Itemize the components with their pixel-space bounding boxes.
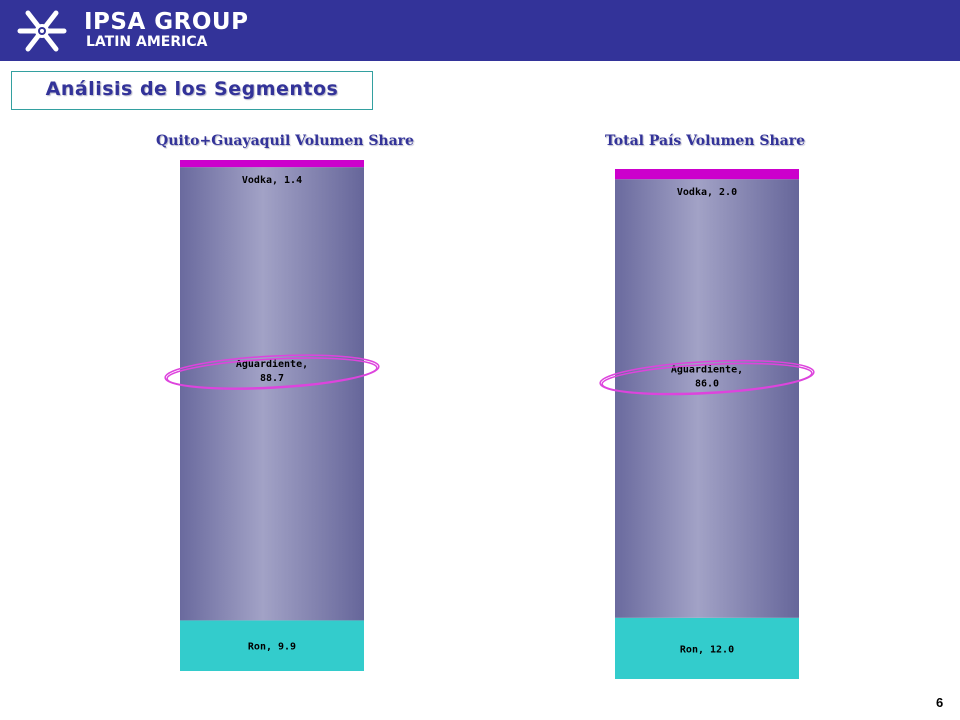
bar-segment-aguardiente <box>180 167 364 621</box>
data-label-vodka: Vodka, 1.4 <box>242 175 302 186</box>
brand-name: IPSA GROUP <box>84 9 249 35</box>
bar-segment-aguardiente <box>615 179 799 618</box>
bar-segment-vodka <box>180 160 364 168</box>
data-label-aguardiente-value: 86.0 <box>695 379 719 390</box>
data-label-vodka: Vodka, 2.0 <box>677 187 737 198</box>
ipsa-star-logo-icon <box>17 10 67 52</box>
page-title-box: Análisis de los Segmentos <box>11 71 373 110</box>
data-label-aguardiente-name: Aguardiente, <box>236 358 308 370</box>
chart-title-total-pais: Total País Volumen Share <box>604 133 805 149</box>
bar-segment-ron <box>180 620 364 671</box>
highlight-ellipse-inner <box>601 362 813 395</box>
header-bar: IPSA GROUP LATIN AMERICA <box>0 0 960 61</box>
highlight-ellipse <box>164 354 380 390</box>
brand-region: LATIN AMERICA <box>86 34 208 50</box>
data-label-ron: Ron, 12.0 <box>680 644 734 655</box>
bar-segment-vodka <box>615 169 799 180</box>
chart-title-quito-guayaquil: Quito+Guayaquil Volumen Share <box>156 133 414 149</box>
data-label-ron: Ron, 9.9 <box>248 642 296 653</box>
page-number: 6 <box>936 695 944 710</box>
highlight-ellipse-inner <box>166 357 378 389</box>
highlight-ellipse <box>599 359 815 396</box>
page-title: Análisis de los Segmentos <box>45 78 339 100</box>
bar-segment-ron <box>615 617 799 679</box>
data-label-aguardiente-name: Aguardiente, <box>671 364 743 376</box>
data-label-aguardiente-value: 88.7 <box>260 373 284 384</box>
